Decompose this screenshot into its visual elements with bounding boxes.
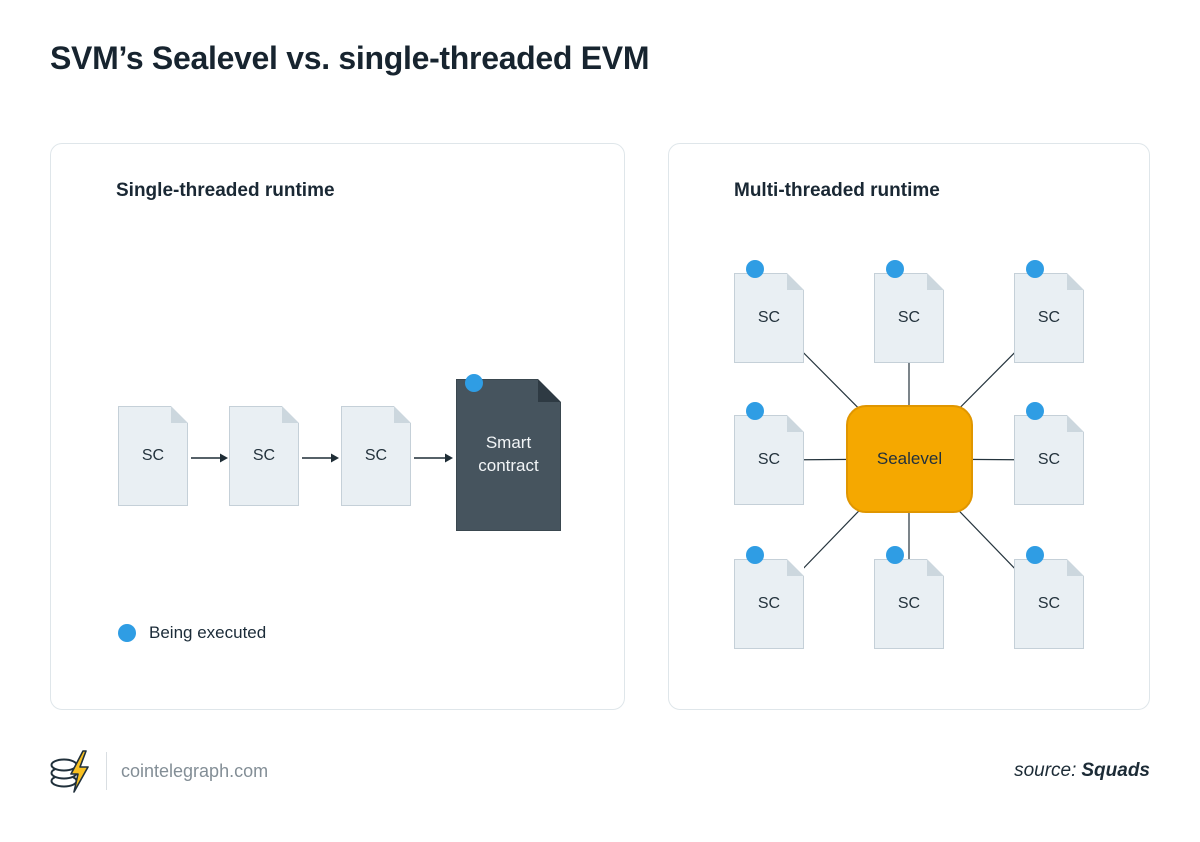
sc-document: SC — [734, 546, 804, 649]
source-attribution: source:Squads — [1014, 760, 1150, 782]
source-label: source: — [1014, 760, 1077, 781]
site-text: cointelegraph.com — [121, 760, 269, 781]
executing-dot — [746, 546, 764, 564]
legend: Being executed — [118, 623, 266, 643]
left-panel-heading: Single-threaded runtime — [116, 180, 335, 201]
arrow-right-icon — [191, 453, 228, 463]
executing-dot — [746, 402, 764, 420]
sc-document: SC — [734, 260, 804, 363]
smart-contract-label: Smart contract — [478, 433, 539, 475]
executing-dot — [1026, 260, 1044, 278]
smart-contract-document: Smart contract — [456, 374, 561, 531]
executing-dot — [1026, 402, 1044, 420]
sc-document: SC — [874, 546, 944, 649]
cointelegraph-logo-icon — [50, 750, 89, 793]
source-value: Squads — [1081, 760, 1150, 781]
page-title: SVM’s Sealevel vs. single-threaded EVM — [50, 40, 650, 76]
sc-label: SC — [897, 595, 921, 612]
sc-label: SC — [1037, 451, 1061, 468]
sealevel-box: Sealevel — [846, 405, 973, 513]
executing-dot — [118, 624, 136, 642]
sc-label: SC — [757, 309, 781, 326]
sc-document: SC — [734, 402, 804, 505]
arrow-right-icon — [302, 453, 339, 463]
sc-document: SC — [118, 406, 188, 506]
sc-document: SC — [1014, 260, 1084, 363]
sealevel-label: Sealevel — [876, 449, 943, 468]
executing-dot — [465, 374, 483, 392]
sc-label: SC — [1037, 309, 1061, 326]
footer-divider — [106, 752, 107, 790]
legend-label: Being executed — [149, 623, 267, 642]
sc-document: SC — [874, 260, 944, 363]
sc-document: SC — [1014, 402, 1084, 505]
sc-label: SC — [757, 595, 781, 612]
sc-label: SC — [1037, 595, 1061, 612]
multi-threaded-panel: Multi-threaded runtime SC SC SC SC — [668, 143, 1150, 710]
single-threaded-panel: Single-threaded runtime SC SC SC Smart c… — [50, 143, 625, 710]
sc-label: SC — [252, 447, 276, 464]
sc-label: SC — [364, 447, 388, 464]
sc-label: SC — [897, 309, 921, 326]
executing-dot — [1026, 546, 1044, 564]
sc-label: SC — [757, 451, 781, 468]
sc-document: SC — [341, 406, 411, 506]
footer-brand: cointelegraph.com — [48, 748, 268, 794]
sc-label: SC — [141, 447, 165, 464]
right-panel-heading: Multi-threaded runtime — [734, 180, 940, 201]
sc-document: SC — [229, 406, 299, 506]
executing-dot — [886, 260, 904, 278]
executing-dot — [746, 260, 764, 278]
sc-document: SC — [1014, 546, 1084, 649]
arrow-right-icon — [414, 453, 453, 463]
executing-dot — [886, 546, 904, 564]
